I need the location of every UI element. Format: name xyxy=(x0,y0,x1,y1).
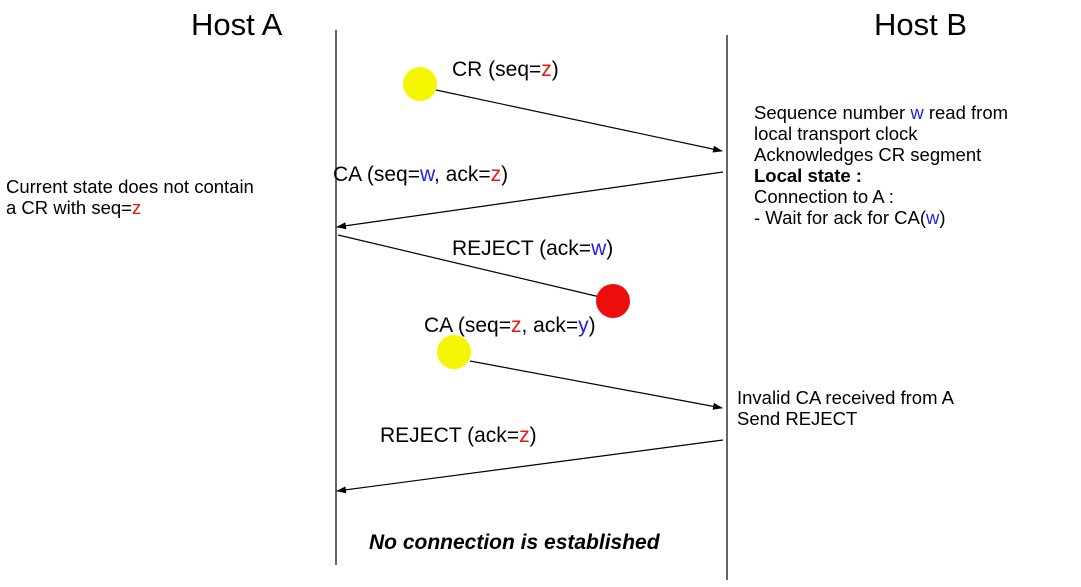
cr-label-seq-var: z xyxy=(541,58,552,81)
host-b-note-line-5: Connection to A : xyxy=(754,186,894,207)
reject2-label-end: ) xyxy=(529,424,537,447)
ca1-label-end: ) xyxy=(501,163,509,186)
reject2-arrow xyxy=(336,439,724,494)
ca1-label-mid: , ack= xyxy=(433,163,491,186)
cr-arrow xyxy=(435,89,723,153)
reject2-label: REJECT (ack=z) xyxy=(380,424,537,448)
cr-label-pre: (seq= xyxy=(482,58,542,81)
reject2-label-ack-var: z xyxy=(519,424,530,447)
reject1-label-name: REJECT xyxy=(452,237,534,260)
host-b-state-note: Sequence number w read from local transp… xyxy=(754,102,1008,228)
ca2-label-name: CA xyxy=(424,314,453,337)
ca2-label-mid: , ack= xyxy=(521,314,579,337)
ca1-label-name: CA xyxy=(333,163,362,186)
reject2-label-name: REJECT xyxy=(380,424,462,447)
host-a-note-line-2-pre: a CR with seq= xyxy=(6,197,132,218)
host-b-invalid-note-line-1: Invalid CA received from A xyxy=(737,387,954,408)
host-a-note-line-1: Current state does not contain xyxy=(6,176,254,197)
host-b-note-line-3: Acknowledges CR segment xyxy=(754,144,982,165)
host-a-note-line-2: a CR with seq=z xyxy=(6,197,254,218)
cr-origin-dot xyxy=(403,67,437,101)
host-b-note-line-6-post: ) xyxy=(939,207,946,228)
host-a-state-note: Current state does not contain a CR with… xyxy=(6,176,254,218)
ca1-label-pre: (seq= xyxy=(361,163,420,186)
host-b-note-local-state: Local state : xyxy=(754,165,862,186)
reject-drop-dot xyxy=(596,284,630,318)
host-b-label: Host B xyxy=(874,7,968,42)
host-b-note-line-6-pre: - Wait for ack for CA( xyxy=(754,207,927,228)
host-b-note-line-1-var: w xyxy=(910,102,924,123)
ca2-label-ack-var: y xyxy=(578,314,589,337)
cr-label-end: ) xyxy=(551,58,559,81)
host-b-invalid-note: Invalid CA received from A Send REJECT xyxy=(737,387,954,429)
host-b-note-line-1: Sequence number w read from xyxy=(754,102,1008,123)
host-b-note-line-6-var: w xyxy=(926,207,940,228)
cr-label-name: CR xyxy=(452,58,483,81)
host-b-note-line-1-post: read from xyxy=(923,102,1009,123)
host-b-note-line-6: - Wait for ack for CA(w) xyxy=(754,207,1008,228)
ca2-label-seq-var: z xyxy=(510,314,522,337)
ca1-label-ack-var: z xyxy=(490,163,502,186)
ca1-arrow xyxy=(336,171,724,230)
ca2-label-pre: (seq= xyxy=(452,314,511,337)
reject1-line xyxy=(337,234,601,298)
host-b-note-line-2: local transport clock xyxy=(754,123,918,144)
ca2-origin-dot xyxy=(437,335,471,369)
reject2-label-pre: (ack= xyxy=(461,424,520,447)
reject1-label: REJECT (ack=w) xyxy=(452,237,613,261)
host-b-invalid-note-line-2: Send REJECT xyxy=(737,408,858,429)
ca2-label-end: ) xyxy=(588,314,596,337)
ca1-label-seq-var: w xyxy=(419,163,434,186)
conclusion-text: No connection is established xyxy=(369,531,660,554)
cr-label: CR (seq=z) xyxy=(452,58,559,82)
host-a-note-line-2-var: z xyxy=(131,197,142,218)
reject1-label-ack-var: w xyxy=(591,237,607,260)
ca2-label: CA (seq=z, ack=y) xyxy=(424,314,596,338)
ca1-label: CA (seq=w, ack=z) xyxy=(333,163,508,187)
host-b-note-line-1-pre: Sequence number xyxy=(754,102,911,123)
reject1-label-pre: (ack= xyxy=(533,237,592,260)
reject1-label-end: ) xyxy=(606,237,614,260)
ca2-arrow xyxy=(469,360,723,410)
host-a-label: Host A xyxy=(191,7,283,42)
